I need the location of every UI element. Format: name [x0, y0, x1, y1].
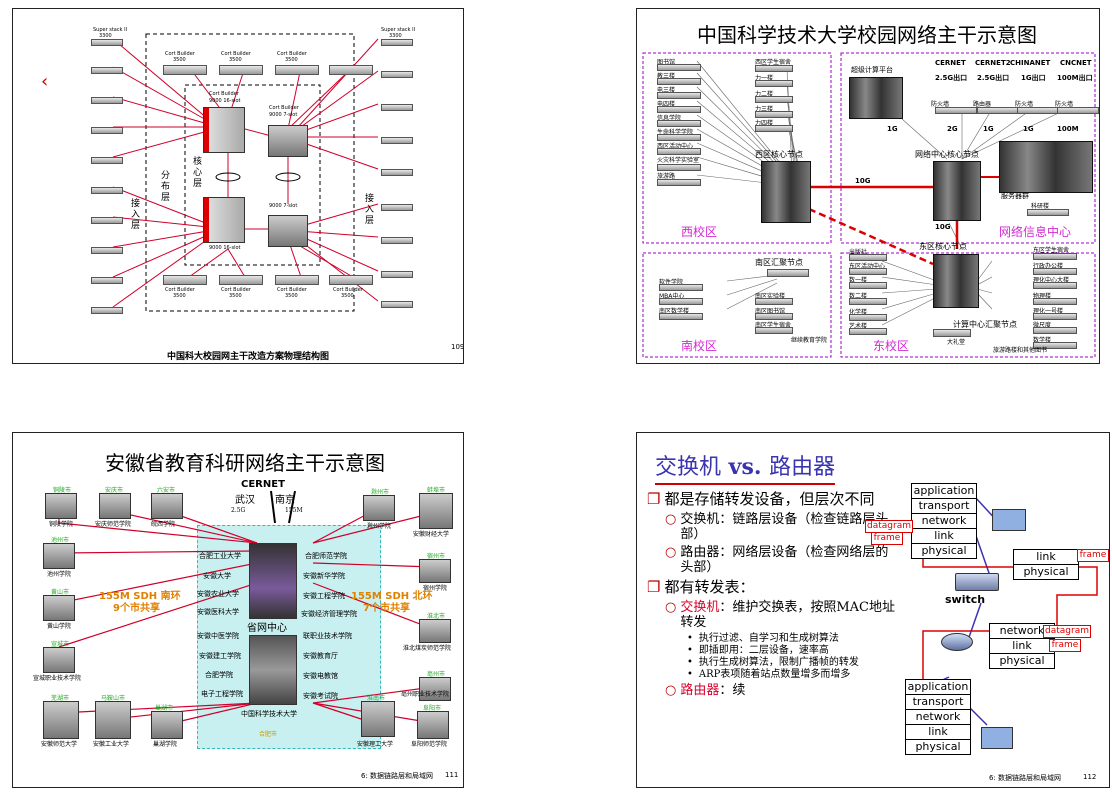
- zone-south: 南校区: [681, 339, 718, 353]
- compute-node-label: 计算中心汇聚节点: [953, 320, 1017, 329]
- center-core-switch: [933, 161, 981, 221]
- slide4-footer: 6: 数据链路层和局域网: [989, 774, 1062, 782]
- south-bottom-label: 继续教育学院: [791, 337, 828, 344]
- router-icon: [941, 633, 973, 651]
- bullet-2a: ○交换机：维护交换表，按照MAC地址转发: [665, 600, 896, 630]
- frame-label-top: frame: [871, 532, 903, 545]
- slide4-title: 交换机 vs. 路由器: [655, 449, 836, 485]
- cernet-label: CERNET: [241, 479, 285, 490]
- slide-switch-vs-router: 交换机 vs. 路由器 ❐都是存储转发设备，但层次不同 ○交换机：链路层设备（检…: [636, 432, 1110, 788]
- zone-center: 网络信息中心: [999, 225, 1072, 239]
- slide-campus-physical: ‹ Super stack II 3300 Super stack II 330…: [12, 8, 464, 364]
- east-node-label: 东区核心节点: [919, 242, 967, 251]
- pc-bottom-icon: [981, 727, 1013, 749]
- slide3-footer: 6: 数据链路层和局域网: [361, 772, 434, 780]
- switch-icon: [955, 573, 999, 591]
- nanjing-label: 南京: [275, 495, 295, 506]
- bullet-1a: ○交换机：链路层设备（检查链路层头部）: [665, 512, 889, 542]
- south-switch: [767, 269, 809, 277]
- south-ring-label: 155M SDH 南环: [99, 591, 181, 602]
- slide4-page: 112: [1083, 773, 1097, 781]
- supercomputer-label: 超级计算平台: [851, 66, 893, 74]
- layer-access-right: 接 入 层: [365, 194, 375, 226]
- pc-top-icon: [992, 509, 1026, 531]
- link-10g-a: 10G: [855, 177, 871, 185]
- provincial-router: [249, 543, 297, 619]
- compute-switch: [933, 329, 971, 337]
- server-group: [999, 141, 1093, 193]
- east-bottom-label: 旅游路楼和其他图书: [993, 347, 1048, 354]
- layer-core-label: 核 心 层: [193, 157, 203, 189]
- bullet-2b: ○路由器：续: [665, 683, 746, 698]
- research-bldg-label: 科研楼: [1031, 203, 1050, 210]
- bullet-1b: ○路由器：网络层设备（检查网络层的头部）: [665, 545, 889, 575]
- cursor-mark: ‹: [41, 71, 49, 92]
- supercomputer: [849, 77, 903, 119]
- datagram-label-router: datagram: [1043, 625, 1091, 638]
- hub-city-label: 合肥市: [259, 731, 278, 738]
- wuhan-label: 武汉: [235, 495, 255, 506]
- layer-access-left: 接 入 层: [131, 199, 141, 231]
- center-node-label: 网络中心核心节点: [915, 150, 979, 159]
- frame-label-switch: frame: [1077, 549, 1109, 562]
- bullet-2: ❐都有转发表：: [647, 578, 755, 596]
- slide2-title: 中国科学技术大学校园网络主干示意图: [697, 23, 1037, 47]
- protocol-flow-lines: [922, 493, 1098, 751]
- frame-label-router: frame: [1049, 639, 1081, 652]
- east-core-switch: [933, 254, 979, 308]
- server-group-label: 服务器群: [1001, 192, 1029, 200]
- west-node-label: 西区核心节点: [755, 150, 803, 159]
- bullet-2a-subitems: •执行过滤、自学习和生成树算法 •即插即用：二层设备，速率高 •执行生成树算法，…: [687, 633, 859, 680]
- core-switch-d: [268, 215, 308, 247]
- dali-label: 大礼堂: [947, 339, 966, 346]
- slide-campus-backbone: 中国科学技术大学校园网络主干示意图: [636, 8, 1100, 364]
- bullet-list: ❐都是存储转发设备，但层次不同 ○交换机：链路层设备（检查链路层头部） ○路由器…: [647, 490, 901, 699]
- core-switch-a: [203, 107, 245, 153]
- zone-east: 东校区: [873, 339, 910, 353]
- slide3-page: 111: [445, 771, 459, 779]
- hub-label: 省网中心: [247, 623, 287, 634]
- slide3-title: 安徽省教育科研网络主干示意图: [105, 451, 385, 475]
- bullet-1: ❐都是存储转发设备，但层次不同: [647, 490, 875, 508]
- slide-anhui-network: 安徽省教育科研网络主干示意图 CERNET 武汉 南京 2.5G 155M 省网: [12, 432, 464, 788]
- south-node-label: 南区汇聚节点: [755, 258, 803, 267]
- core-switch-b: [203, 197, 245, 243]
- slide1-page: 109: [451, 343, 464, 351]
- topology-lines: [112, 33, 379, 312]
- slide1-caption: 中国科大校园网主干改造方案物理结构图: [167, 352, 330, 362]
- core-a-label: Cort Builder: [209, 91, 239, 97]
- switch-label: switch: [945, 593, 986, 606]
- zone-west: 西校区: [681, 225, 718, 239]
- north-ring-label: 155M SDH 北环: [351, 591, 433, 602]
- ring-lines: [58, 490, 434, 724]
- hub-bottom-label: 中国科学技术大学: [241, 710, 297, 718]
- hub-switch: [249, 635, 297, 705]
- link-10g-b: 10G: [935, 223, 951, 231]
- research-switch: [1027, 209, 1069, 216]
- layer-dist-label: 分 布 层: [161, 171, 171, 203]
- core-switch-c: [268, 125, 308, 157]
- west-core-switch: [761, 161, 811, 223]
